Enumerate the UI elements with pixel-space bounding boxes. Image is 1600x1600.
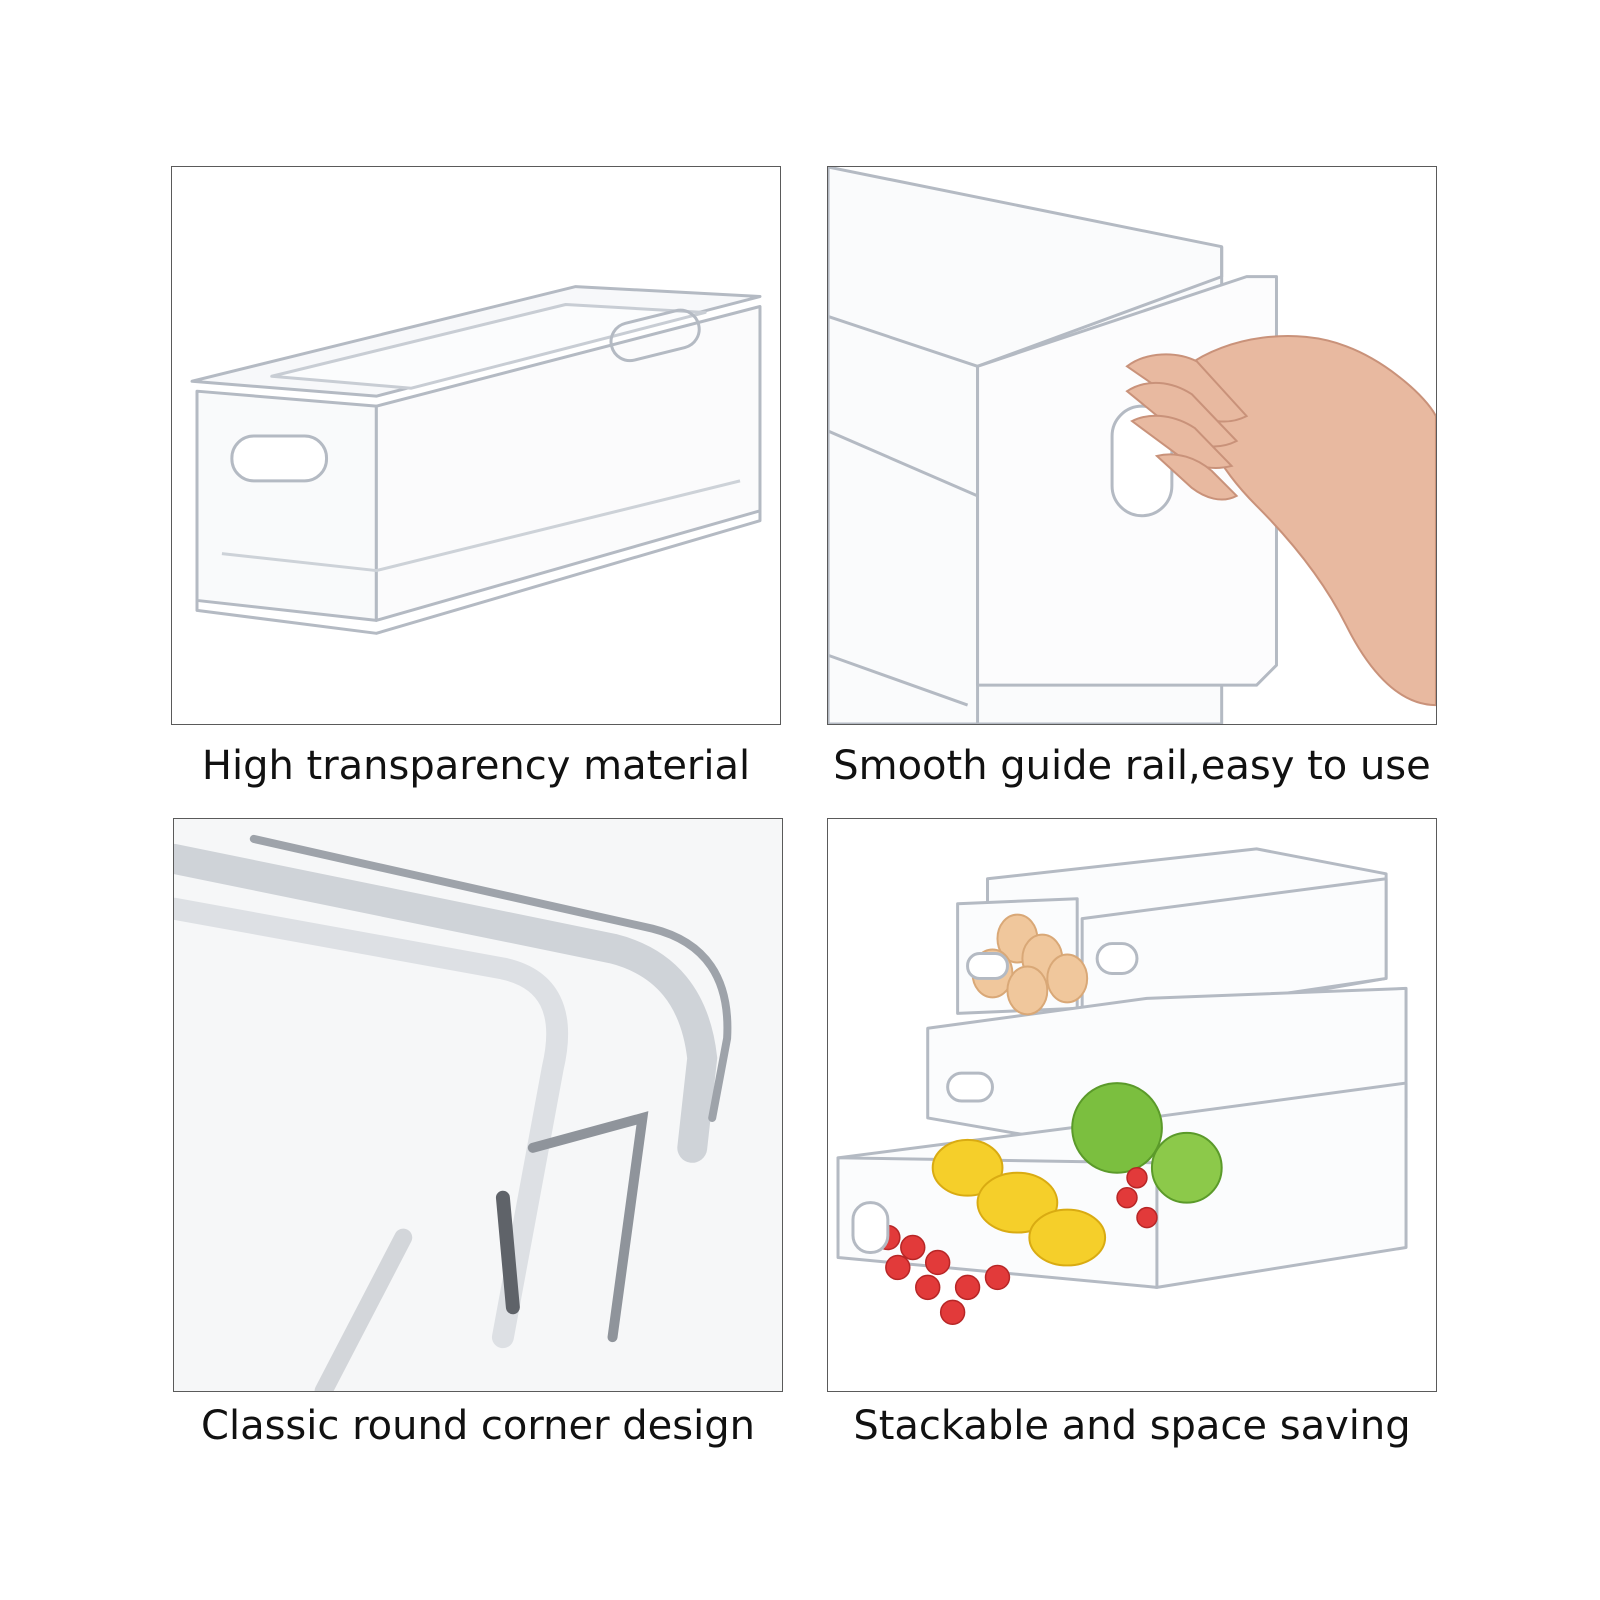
caption-transparency: High transparency material [201,743,751,789]
raspberries-illustration [875,1167,1158,1325]
clear-storage-bin-illustration [190,285,762,635]
product-image-guide-rail [827,166,1437,725]
caption-guide-rail: Smooth guide rail,easy to use [833,743,1431,789]
caption-round-corner: Classic round corner design [201,1403,755,1449]
rounded-corner-illustration [174,819,782,1391]
drawer-with-hand-illustration [828,167,1436,724]
product-image-round-corner [173,818,783,1392]
hand-illustration [1125,334,1436,707]
green-apple-illustration [1071,1082,1223,1204]
stacked-drawers-illustration [836,847,1408,1325]
product-image-stackable [827,818,1437,1392]
lemons-illustration [931,1138,1107,1267]
product-image-transparency [171,166,781,725]
caption-stackable: Stackable and space saving [853,1403,1411,1449]
